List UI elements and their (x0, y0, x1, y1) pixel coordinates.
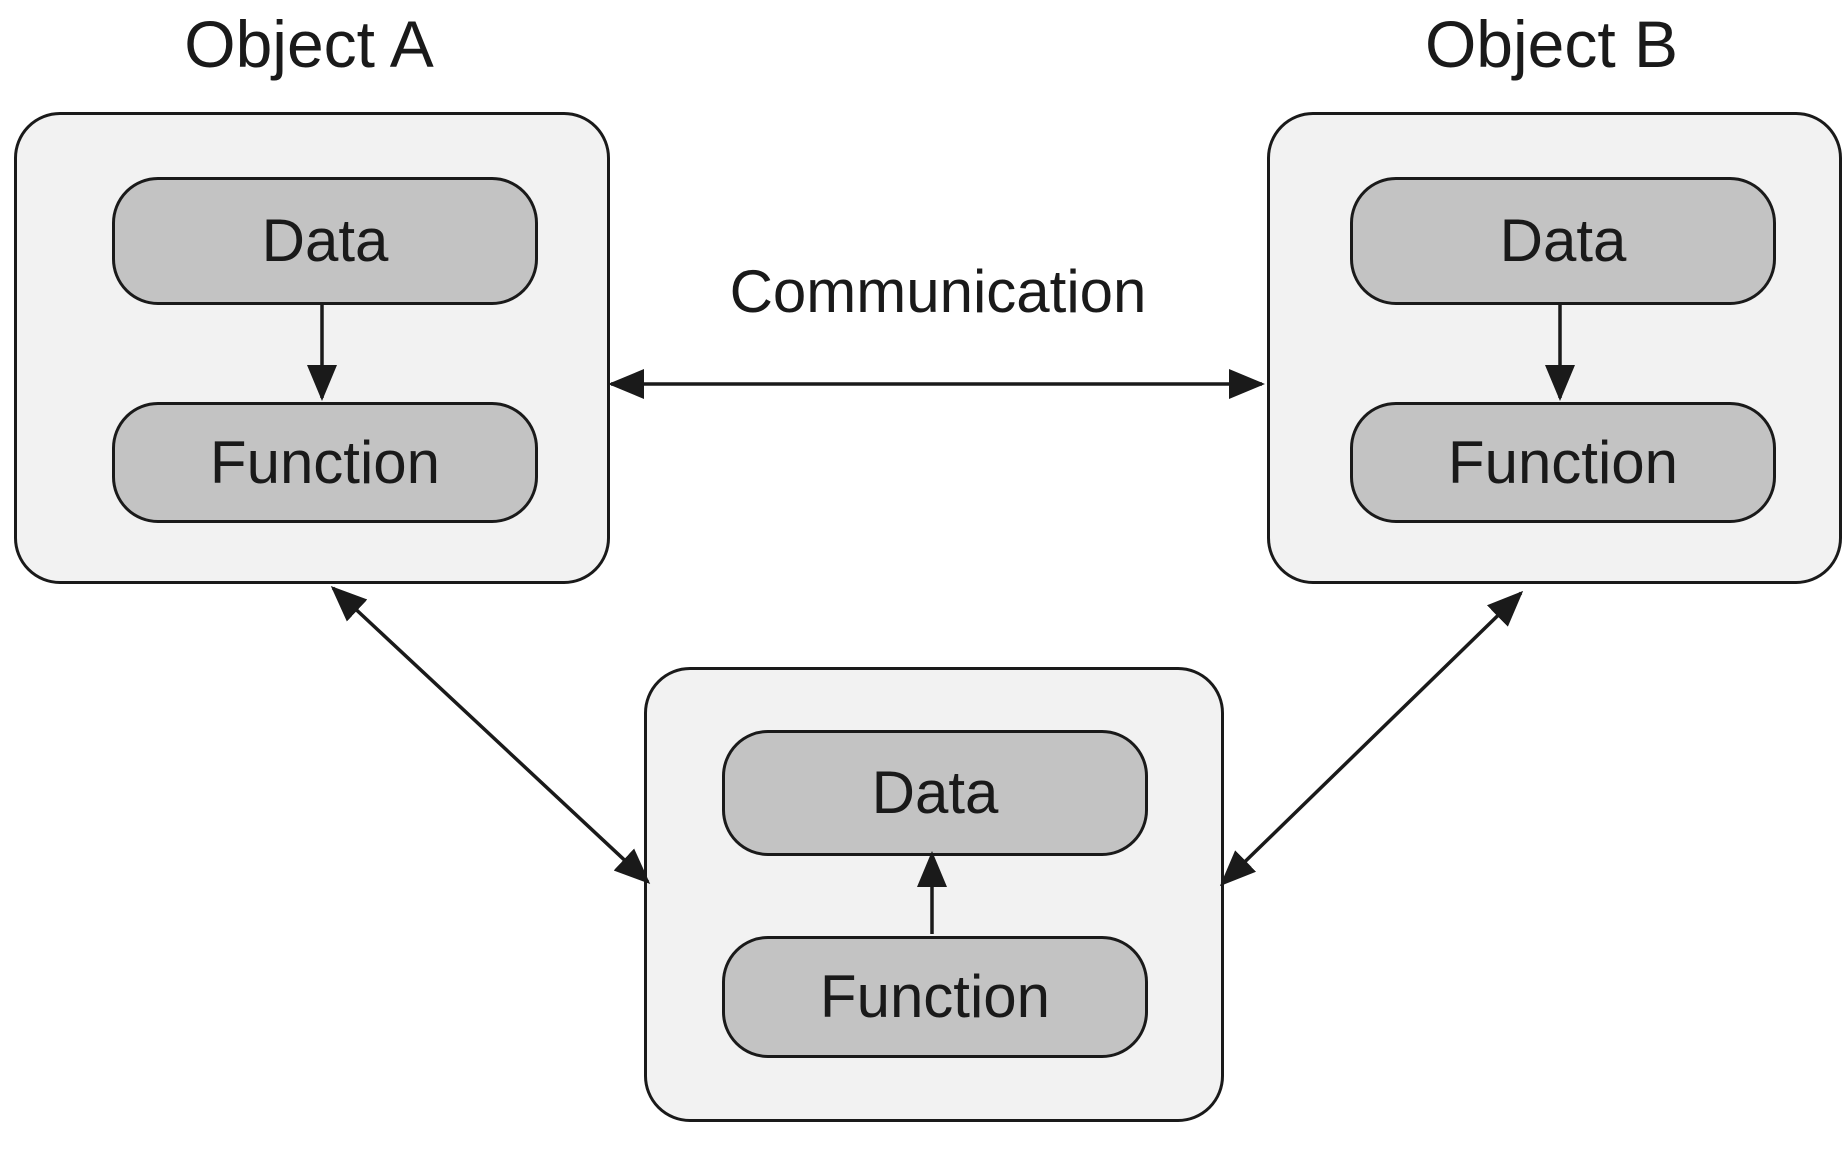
object-a-function-node: Function (112, 402, 538, 523)
object-b-box: Data Function (1267, 112, 1842, 584)
object-b-title: Object B (1424, 7, 1679, 81)
object-a-box: Data Function (14, 112, 610, 584)
object-c-box: Data Function (644, 667, 1224, 1122)
communication-label: Communication (729, 258, 1147, 325)
object-a-title: Object A (184, 7, 434, 81)
object-c-object-b-arrow (1219, 590, 1524, 887)
object-a-object-c-arrow (330, 585, 651, 885)
object-c-function-node: Function (722, 936, 1148, 1058)
object-b-function-node: Function (1350, 402, 1776, 523)
object-a-data-node: Data (112, 177, 538, 305)
object-b-data-node: Data (1350, 177, 1776, 305)
